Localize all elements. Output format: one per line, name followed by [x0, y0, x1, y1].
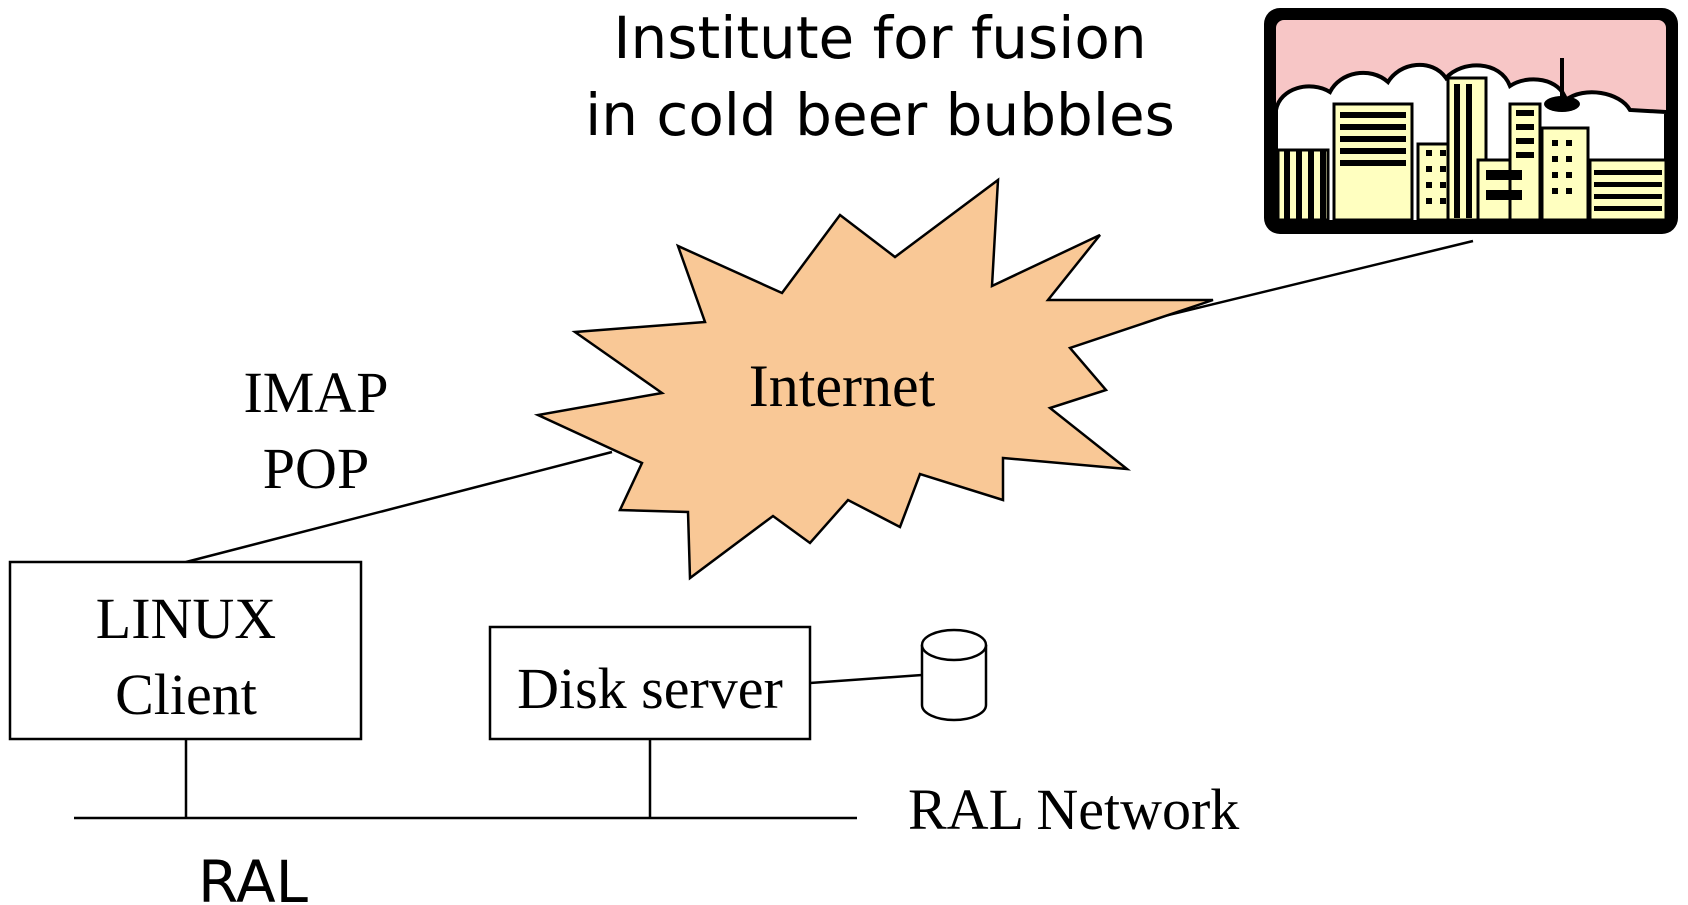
- protocol-imap: IMAP: [243, 360, 388, 425]
- linux-client-line2: Client: [115, 662, 257, 727]
- disk-server-label: Disk server: [517, 656, 783, 721]
- internet-cloud: [533, 177, 1214, 581]
- linux-client-box: [8, 560, 363, 741]
- institute-title-line1: Institute for fusion: [613, 4, 1146, 72]
- disk-cylinder-icon: [920, 628, 988, 722]
- institute-title-line2: in cold beer bubbles: [585, 81, 1175, 149]
- internet-label: Internet: [749, 353, 936, 419]
- linux-client-line1: LINUX: [96, 586, 276, 651]
- ral-network-label: RAL Network: [908, 777, 1239, 842]
- disk-server-box: [488, 625, 812, 741]
- city-skyline-icon: [1264, 8, 1678, 234]
- client-internet-link: [185, 450, 613, 564]
- institute-link: [1139, 239, 1474, 324]
- disk-link: [809, 673, 923, 685]
- ral-site-label: RAL: [198, 848, 308, 905]
- protocol-pop: POP: [263, 436, 369, 501]
